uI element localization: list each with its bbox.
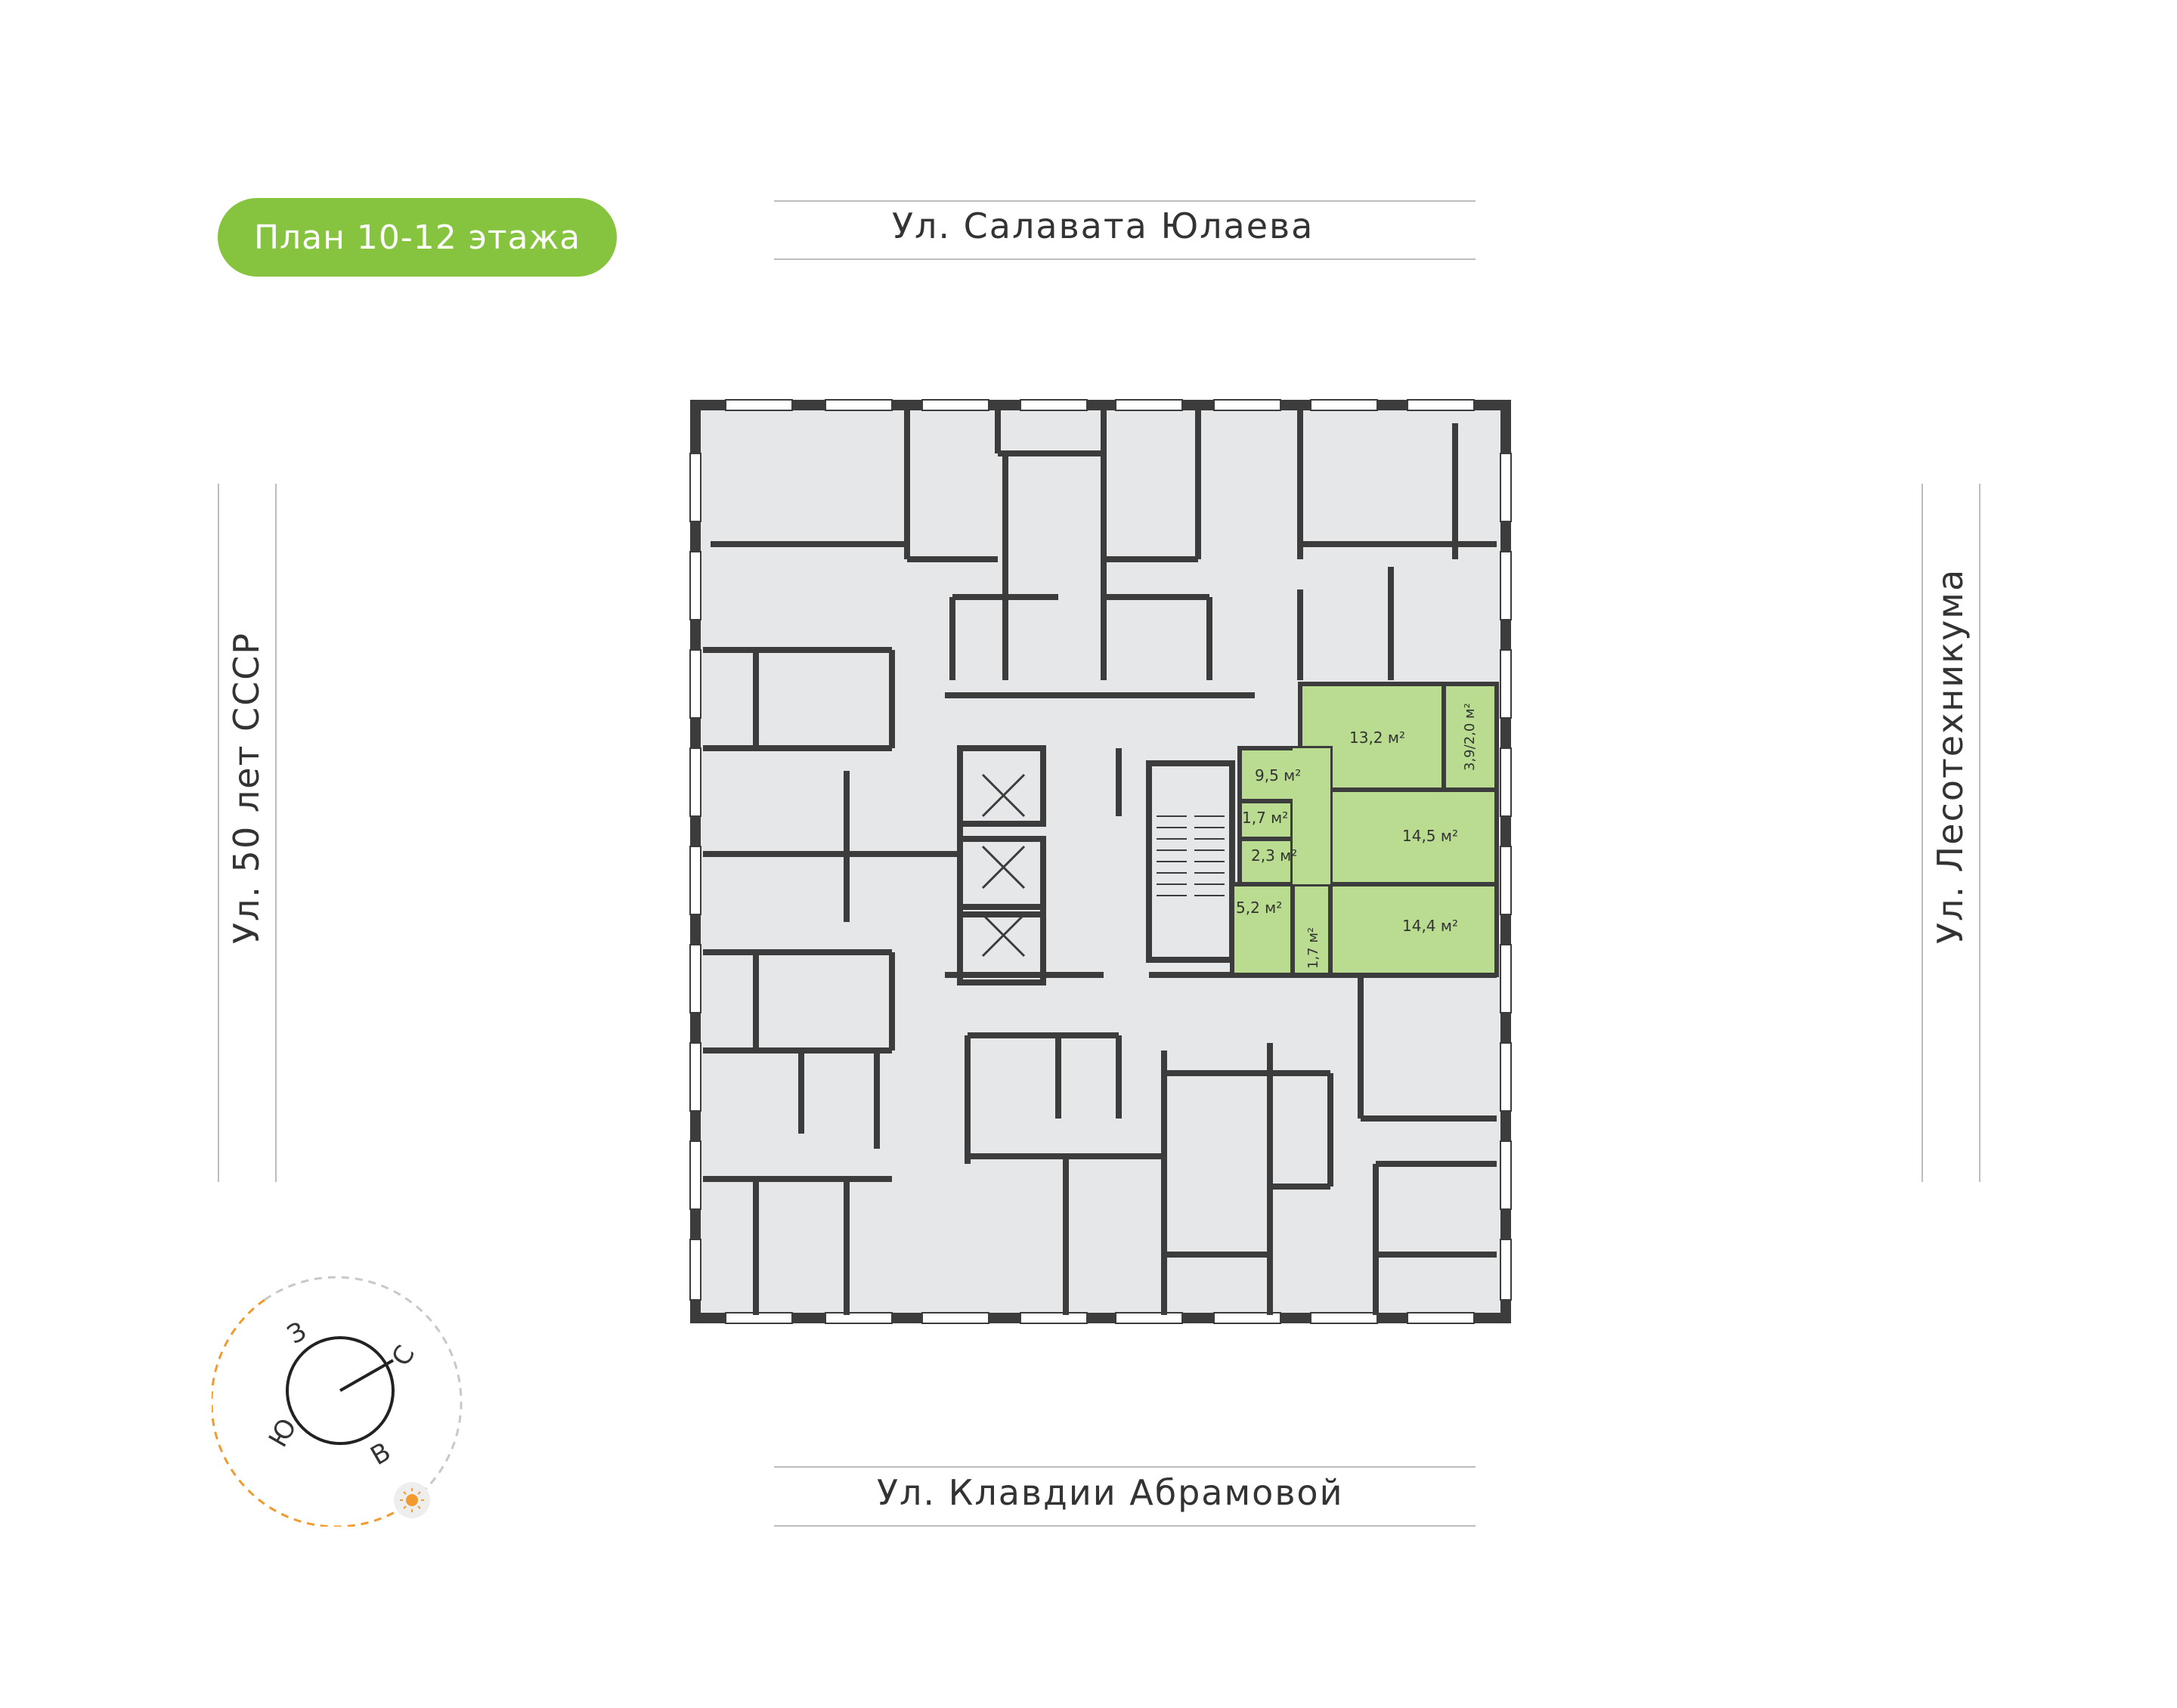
bottom-street-label: Ул. Клавдии Абрамовой [877, 1472, 1344, 1513]
area-label-13-2: 13,2 м² [1349, 729, 1405, 747]
top-windows [725, 399, 1475, 411]
right-street-line-outer [1922, 484, 1923, 1182]
room-5-2 [1230, 882, 1295, 977]
corridor [1293, 748, 1330, 884]
area-label-1-7-top: 1,7 м² [1242, 809, 1288, 827]
bottom-street-line-upper [774, 1466, 1476, 1468]
stairs [1157, 815, 1225, 896]
area-label-14-5: 14,5 м² [1402, 827, 1458, 845]
area-label-9-5: 9,5 м² [1255, 766, 1301, 784]
interior-walls [703, 408, 1497, 1315]
area-label-5-2: 5,2 м² [1236, 899, 1282, 917]
area-label-2-3: 2,3 м² [1251, 846, 1297, 865]
area-label-1-7-bottom: 1,7 м² [1305, 927, 1321, 969]
highlighted-apartment [1230, 682, 1499, 977]
room-14-4 [1328, 882, 1499, 977]
area-label-balcony: 3,9/2,0 м² [1462, 703, 1478, 771]
sun-path [212, 1298, 409, 1527]
left-street-line-inner [275, 484, 277, 1182]
left-windows [689, 453, 701, 1301]
bottom-street-line-lower [774, 1525, 1476, 1527]
elevators [981, 773, 1026, 958]
top-street-label: Ул. Салавата Юлаева [892, 206, 1315, 246]
bottom-windows [725, 1312, 1475, 1324]
sun-path-gray [264, 1276, 463, 1505]
right-windows [1500, 453, 1512, 1301]
compass [212, 1276, 463, 1527]
left-street-line-outer [218, 484, 219, 1182]
top-street-line-upper [774, 200, 1476, 202]
right-street-line-inner [1979, 484, 1980, 1182]
top-street-line-lower [774, 258, 1476, 260]
compass-needle [339, 1359, 394, 1392]
floor-plan-badge: План 10-12 этажа [218, 198, 617, 277]
room-balcony [1442, 682, 1499, 792]
area-label-14-4: 14,4 м² [1402, 917, 1458, 935]
sun-icon [400, 1488, 424, 1512]
